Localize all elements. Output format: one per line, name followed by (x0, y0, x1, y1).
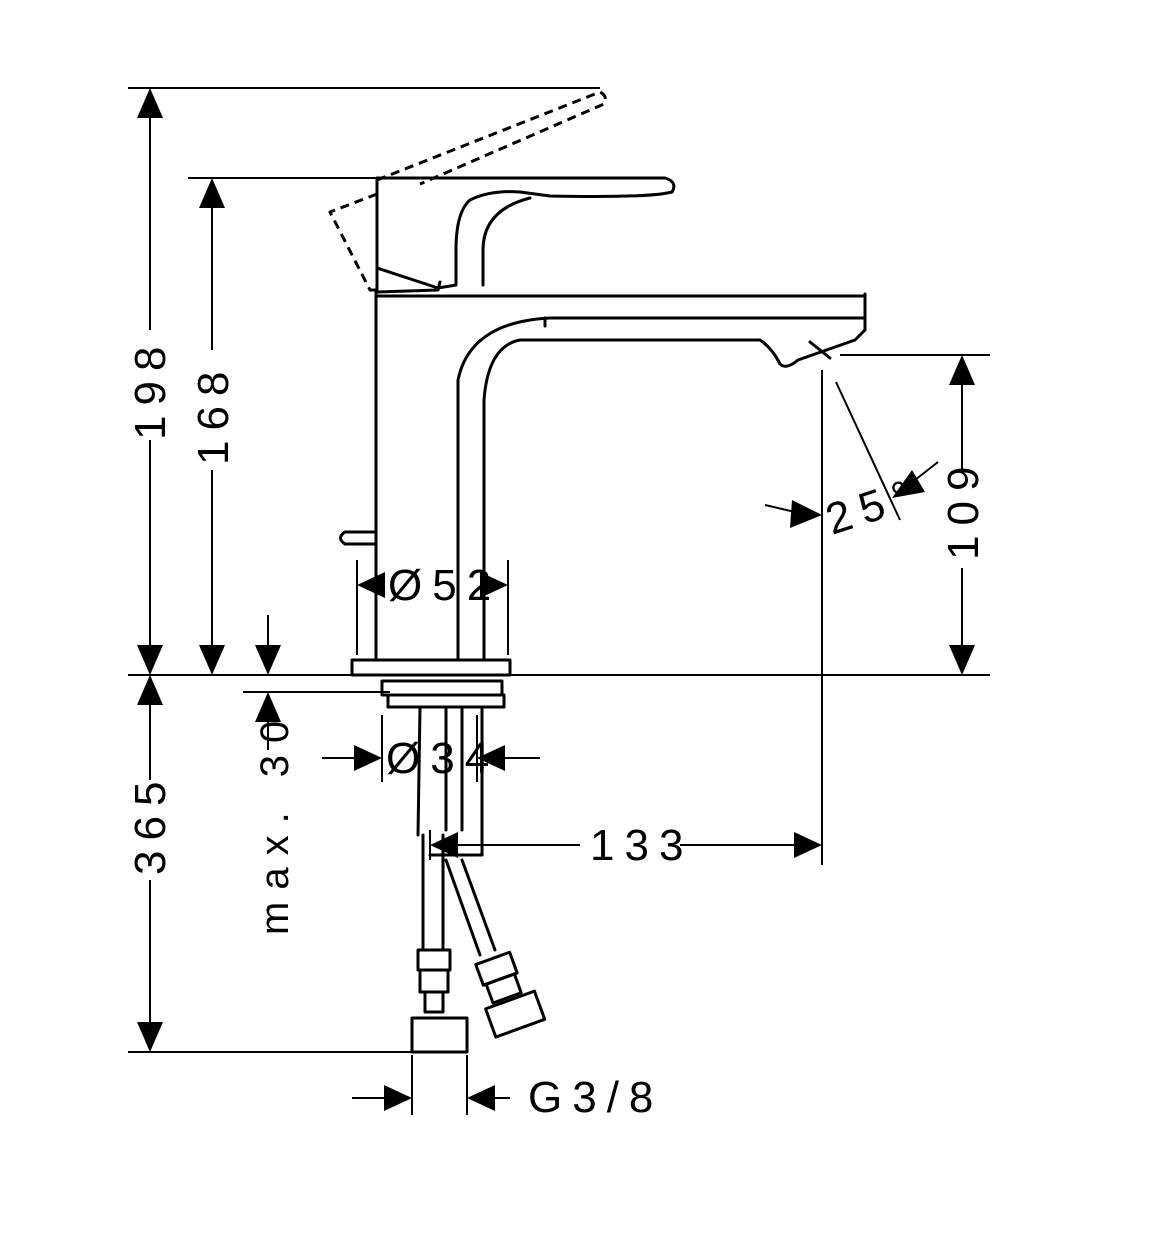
dim-total-height: 198 (126, 337, 175, 440)
hose-right (444, 858, 497, 957)
dimension-labels: 198 168 109 365 max. 30 Ø52 Ø34 133 G3/8… (126, 337, 988, 1122)
dimension-arrows (137, 88, 975, 1111)
dim-lever-height: 168 (189, 362, 238, 465)
connector-right (484, 989, 547, 1039)
spout (482, 292, 867, 662)
lever-raised-outline (328, 90, 607, 292)
dim-below-counter: 365 (126, 772, 175, 875)
dim-max-thickness: max. 30 (253, 709, 297, 935)
dim-spout-reach: 133 (590, 821, 693, 870)
extension-lines (128, 87, 990, 1115)
connector-left (410, 1016, 469, 1054)
dim-connection: G3/8 (528, 1073, 663, 1122)
lever-handle (375, 176, 676, 290)
base-ring (350, 658, 512, 677)
hose-left (421, 833, 445, 952)
dim-spray-angle: 25° (820, 468, 927, 544)
dim-spout-height: 109 (939, 457, 988, 560)
dim-body-diameter: Ø52 (388, 561, 501, 610)
dim-hole-diameter: Ø34 (386, 734, 499, 783)
pop-up-rod (339, 530, 378, 546)
faucet-body (328, 90, 901, 1054)
